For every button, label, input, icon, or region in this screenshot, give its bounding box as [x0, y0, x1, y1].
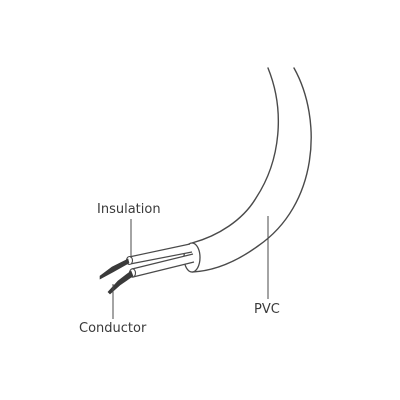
pvc-jacket: [183, 67, 312, 273]
pvc-inner-edge: [191, 67, 280, 244]
conductor-core-lower: [107, 270, 134, 295]
pvc-outer-edge: [191, 67, 312, 273]
insulation-label: Insulation: [97, 202, 161, 217]
insulated-wire-lower: [107, 253, 195, 295]
pvc-label: PVC: [254, 302, 280, 317]
conductor-label: Conductor: [79, 321, 147, 336]
conductor-core-upper: [99, 258, 130, 280]
insulated-wire-upper: [99, 243, 193, 280]
